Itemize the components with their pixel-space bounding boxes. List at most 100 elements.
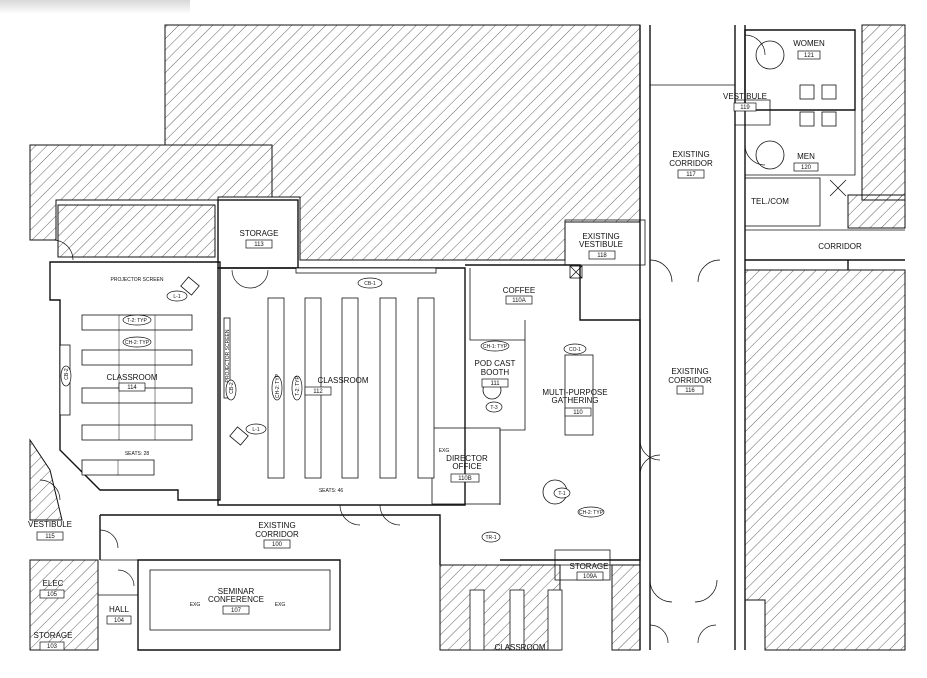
tag-text-t3: T-3 [490,405,497,411]
num-storage-109a: 109A [583,574,597,580]
label-vestibule-119: VESTIBULE [723,92,767,101]
tag-ch2-b [577,506,605,518]
num-corridor-117: 117 [686,172,696,178]
tag-text-co1: CO-1 [569,347,581,353]
label-storage-103: STORAGE [34,631,73,640]
tag-labels: L-1 T-2: TYP CH-2: TYP L-1 CB-1 CO-1 CH-… [64,281,604,541]
tag-cb2-a [60,365,72,387]
hatch-left-bottom [29,438,63,521]
walls [49,25,905,651]
tag-text-t1: T-1 [558,491,565,497]
label-classroom-112: CLASSROOM [317,376,368,385]
tag-text-t2-v: T-2: TYP [295,376,301,396]
tag-text-ch2-v: CH-2: TYP [275,373,281,398]
num-vestibule-115: 115 [45,534,55,540]
hatch-bottom-stair [611,564,641,651]
tag-t1 [553,487,571,499]
label-projector-screen: PROJECTOR SCREEN [111,277,164,283]
tag-t2-v [291,375,303,401]
tag-text-exg: EXG [439,448,450,454]
seats-112: SEATS: 46 [319,488,344,494]
label-coffee: COFFEE [503,286,535,295]
tag-ch1 [480,340,510,352]
tag-cb1 [357,277,383,289]
page-edge-shadow [0,0,190,14]
hatch-right-top [861,24,906,201]
label-storage-109a: STORAGE [570,562,609,571]
tag-tr1 [481,531,501,543]
tag-text-cb2-a: CB-2 [64,368,70,380]
tag-l1-a [166,290,188,302]
hatch-right-big [744,269,906,651]
label-classroom-bottom: CLASSROOM [494,643,545,652]
hatch-left-block [57,204,216,258]
hatch-bottom-classroom [439,564,561,651]
classroom-112-desks [267,267,437,479]
tag-text-projector-screen-v: PROJECTOR SCREEN [225,329,231,382]
exg-left: EXG [190,602,201,608]
num-pod-cast-booth: 111 [490,381,500,387]
tag-text-tr1: TR-1 [485,535,496,541]
num-corridor-116: 116 [685,388,695,394]
tag-ch2 [122,336,152,348]
num-seminar: 107 [231,608,242,614]
doors [39,34,766,644]
label-elec: ELEC [43,579,64,588]
tag-cb2-b [225,379,237,401]
label-vestibule-115: VESTIBULE [28,520,72,529]
multipurpose-furniture [482,354,594,505]
tags [60,277,605,543]
hatch-right-mid [847,194,906,229]
bottom-classroom-desks [469,589,563,651]
label-classroom-114: CLASSROOM [106,373,157,382]
num-men: 120 [801,165,812,171]
tag-text-ch2: CH-2: TYP [125,340,150,346]
num-storage-103: 103 [47,644,58,650]
restroom-fixtures [569,40,847,279]
label-tel-com: TEL./COM [751,197,789,206]
seminar-table [149,569,331,631]
tag-l1-b [245,423,267,435]
room-labels: WOMEN 121 VESTIBULE 119 MEN 120 EXISTING… [28,39,862,652]
num-vestibule-118: 118 [597,253,607,259]
tag-text-l1-a: L-1 [173,294,180,300]
label-corridor: CORRIDOR [818,242,862,251]
tag-ch2-v [271,375,283,401]
num-classroom-112: 112 [313,389,323,395]
num-classroom-114: 114 [127,385,137,391]
hatch-top-center [164,24,641,261]
tag-text-ch2-b: CH-2: TYP [579,510,604,516]
room-number-boxes [36,50,821,651]
num-vestibule-119: 119 [740,105,750,111]
tag-text-t2: T-2: TYP [127,318,147,324]
tag-text-cb1: CB-1 [364,281,376,287]
num-director-office: 110B [458,476,472,482]
tag-text-l1-b: L-1 [252,427,259,433]
num-multipurpose: 110 [573,410,583,416]
tag-t3 [485,401,503,413]
tag-text-cb2-b: CB-2 [229,382,235,394]
label-men: MEN [797,152,815,161]
seats-114: SEATS: 28 [125,451,150,457]
num-elec: 105 [47,592,58,598]
label-hall: HALL [109,605,130,614]
hatched-areas [29,24,906,651]
num-corridor-100: 100 [272,542,283,548]
label-women: WOMEN [793,39,825,48]
tag-co1 [563,343,587,355]
exg-right: EXG [275,602,286,608]
tag-text-ch1: CH-1: TYP [483,344,508,350]
label-storage-113: STORAGE [240,229,279,238]
hatch-bottom-left [29,559,99,651]
num-storage-113: 113 [254,242,264,248]
tag-t2 [122,314,152,326]
